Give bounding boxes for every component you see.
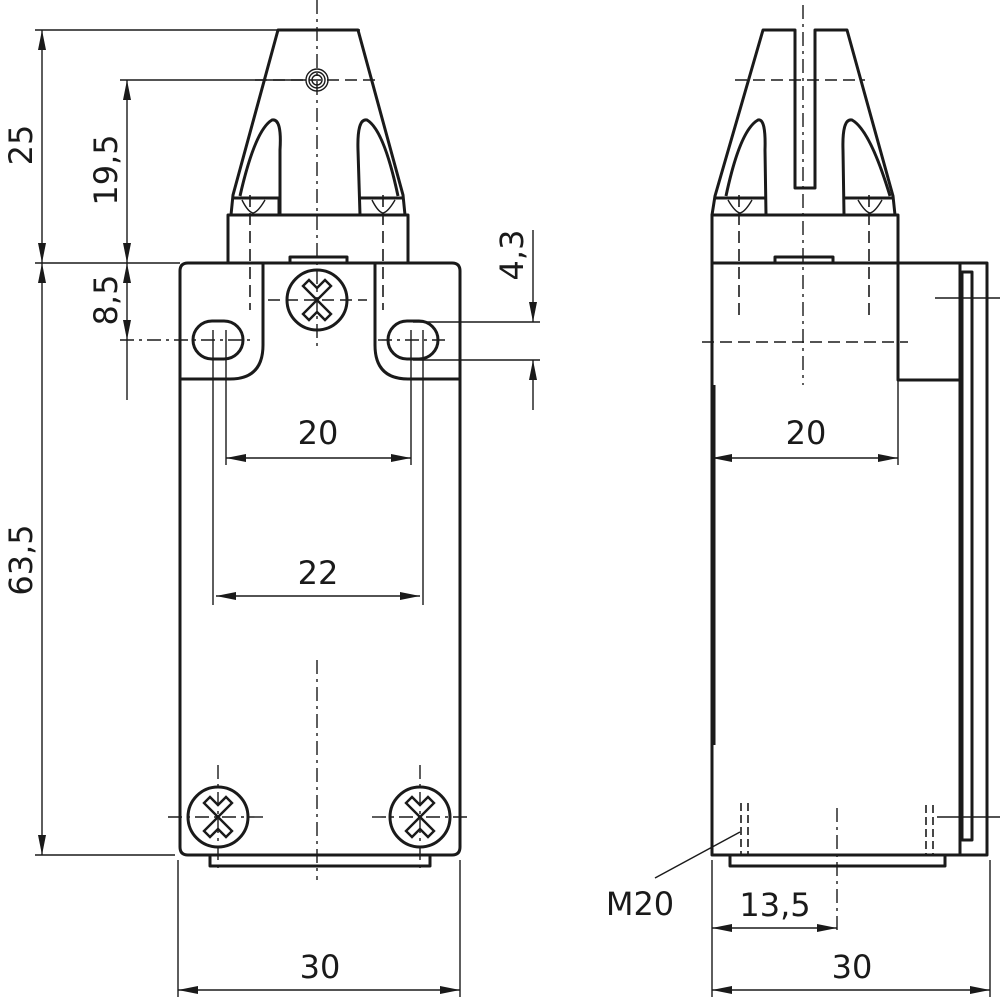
switch-body	[178, 255, 462, 868]
conduit-entry-hidden	[740, 803, 934, 935]
side-view: 20 13,5 30 M20	[606, 5, 1000, 997]
cover-screw-top	[285, 268, 349, 332]
dim-slot-width: 4,3	[493, 230, 531, 281]
dim-actuator-height: 25	[2, 125, 40, 166]
dim-conduit-offset: 13,5	[739, 886, 810, 924]
forked-actuator	[710, 28, 900, 265]
dim-hole-offset: 8,5	[87, 275, 125, 326]
m20-leader-line	[654, 831, 741, 879]
thread-label: M20	[606, 885, 674, 923]
dim-hole-spacing-wide: 22	[298, 554, 339, 592]
dim-body-width: 30	[300, 948, 341, 986]
dim-hole-spacing-top: 20	[298, 414, 339, 452]
dim-body-height: 63,5	[2, 524, 40, 595]
front-view: 25 19,5 8,5 63,5 4,3 20 22 30	[2, 0, 540, 997]
dim-body-depth: 30	[832, 948, 873, 986]
dim-head-width: 20	[786, 414, 827, 452]
actuator	[226, 28, 410, 265]
dim-pivot-height: 19,5	[87, 134, 125, 205]
switch-body-side	[710, 255, 989, 868]
extension-lines-side	[711, 297, 1000, 997]
extension-lines	[35, 29, 540, 997]
